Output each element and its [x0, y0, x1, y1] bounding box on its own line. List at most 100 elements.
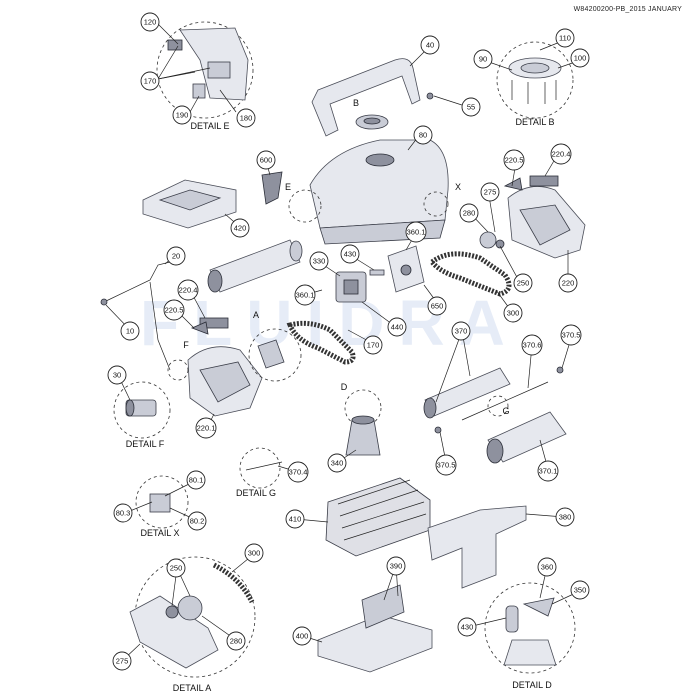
callout-275-detail-a: 275	[112, 651, 132, 671]
detail-a-bushing-250	[165, 605, 179, 619]
callout-280-right: 280	[459, 203, 479, 223]
callout-360-1-left: 360.1	[294, 284, 316, 306]
callout-300-right: 300	[503, 303, 523, 323]
detail-a-housing-275	[129, 595, 219, 669]
right-drive-belt	[428, 251, 512, 297]
detail-x-marker	[423, 191, 449, 217]
callout-650: 650	[427, 296, 447, 316]
detail-d: DETAIL D	[484, 582, 576, 690]
axle-370-6	[461, 381, 549, 421]
svg-text:100: 100	[574, 54, 587, 63]
detail-b-grille	[520, 62, 550, 74]
callout-20: 20	[166, 246, 186, 266]
svg-text:360.1: 360.1	[296, 291, 315, 300]
filter-basket	[325, 477, 431, 557]
callout-250-right: 250	[513, 273, 533, 293]
detail-g-marker	[487, 395, 509, 417]
detail-x-label: DETAIL X	[140, 528, 179, 538]
callout-190: 190	[172, 105, 192, 125]
svg-text:430: 430	[344, 250, 357, 259]
part-600-cover	[261, 171, 283, 205]
svg-text:220.4: 220.4	[179, 286, 198, 295]
detail-e-clip	[207, 61, 231, 79]
left-brush-roller	[207, 239, 303, 293]
callout-400: 400	[292, 626, 312, 646]
svg-text:350: 350	[574, 586, 587, 595]
callout-170-main: 170	[363, 335, 383, 355]
left-side-panel: F	[167, 340, 263, 417]
filter-frame	[317, 584, 433, 673]
callout-90: 90	[473, 49, 493, 69]
detail-x-circle	[135, 475, 189, 529]
document-reference: W84200200-PB_2015 JANUARY	[573, 6, 682, 13]
hose-connector-10	[100, 298, 108, 306]
callout-40: 40	[420, 35, 440, 55]
svg-text:190: 190	[176, 111, 189, 120]
svg-text:80: 80	[419, 131, 427, 140]
detail-f-marker	[167, 359, 189, 381]
rear-brush-end	[423, 397, 437, 419]
detail-d-marker	[344, 389, 382, 427]
letter-g: G	[502, 406, 509, 416]
callout-370-5-top: 370.5	[560, 324, 582, 346]
detail-e-circle	[156, 21, 254, 119]
callout-360-1-right: 360.1	[405, 221, 427, 243]
detail-e-latch	[192, 83, 206, 99]
detail-a-gearbox	[257, 339, 285, 369]
callout-370-5-bottom: 370.5	[435, 454, 457, 476]
pump-assembly: D	[341, 382, 382, 456]
callout-120: 120	[140, 12, 160, 32]
callout-10: 10	[120, 321, 140, 341]
svg-text:410: 410	[289, 515, 302, 524]
part-430-shaft	[369, 269, 385, 276]
motor-block	[335, 245, 425, 303]
pump-housing-340	[345, 419, 381, 456]
detail-e: DETAIL E	[156, 21, 254, 131]
svg-text:300: 300	[507, 309, 520, 318]
svg-text:250: 250	[517, 279, 530, 288]
filter-basket-410	[325, 477, 431, 557]
svg-text:220.4: 220.4	[552, 150, 571, 159]
callout-420: 420	[230, 218, 250, 238]
hose-segment	[149, 281, 171, 371]
svg-text:220: 220	[562, 279, 575, 288]
detail-a-label: DETAIL A	[173, 683, 212, 693]
svg-text:80.2: 80.2	[190, 517, 205, 526]
part-220-4-clips	[529, 175, 559, 187]
callout-440: 440	[387, 317, 407, 337]
detail-b: DETAIL B	[496, 41, 574, 127]
side-panel-220-1-inner	[199, 361, 251, 403]
right-side-panel	[479, 175, 586, 259]
svg-text:360.1: 360.1	[407, 228, 426, 237]
callout-170-detail-e: 170	[140, 71, 160, 91]
callout-280-detail-a: 280	[226, 631, 246, 651]
svg-text:400: 400	[296, 632, 309, 641]
callout-220-1: 220.1	[195, 417, 217, 439]
callout-300-detail-a: 300	[244, 543, 264, 563]
detail-d-housing	[503, 639, 557, 666]
detail-f-label: DETAIL F	[126, 439, 165, 449]
brush-roller-end-left	[207, 269, 223, 293]
left-clip-220-5	[190, 321, 209, 335]
detail-b-circle	[496, 41, 574, 119]
svg-text:220.5: 220.5	[165, 306, 184, 315]
robot-body: E X	[285, 139, 461, 245]
callout-360: 360	[537, 557, 557, 577]
svg-text:250: 250	[170, 564, 183, 573]
part-220-5-clip	[503, 177, 523, 191]
base-recess	[158, 189, 222, 211]
detail-x: DETAIL X	[135, 475, 189, 538]
handle	[311, 58, 421, 137]
detail-d-circle	[484, 582, 576, 674]
gear-cover-hub	[400, 264, 412, 276]
filter-cap-centre	[363, 117, 381, 125]
callout-430-detail-d: 430	[457, 617, 477, 637]
svg-text:280: 280	[463, 209, 476, 218]
callout-180: 180	[236, 108, 256, 128]
callout-380: 380	[555, 507, 575, 527]
callout-250-detail-a: 250	[166, 558, 186, 578]
svg-text:30: 30	[113, 371, 121, 380]
side-panel-inner	[519, 204, 571, 246]
svg-text:80.3: 80.3	[116, 509, 131, 518]
letter-x: X	[455, 182, 461, 192]
